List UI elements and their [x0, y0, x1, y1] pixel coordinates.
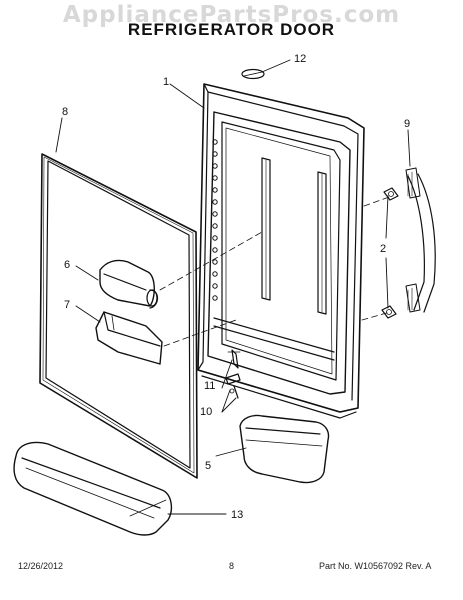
- hole-plug: [241, 68, 265, 80]
- callout-9: 9: [404, 118, 411, 130]
- callout-11: 11: [204, 380, 216, 392]
- door-gasket: [39, 153, 198, 479]
- dairy-bin: [95, 311, 163, 365]
- watermark: AppliancePartsPros.com: [62, 2, 401, 28]
- callout-1: 1: [163, 76, 170, 88]
- footer-date: 12/26/2012: [18, 561, 64, 571]
- leader-lines: [55, 59, 411, 515]
- door-cam-and-screws: [225, 349, 241, 399]
- footer-page-number: 8: [229, 561, 235, 571]
- callout-8: 8: [62, 106, 69, 118]
- callout-13: 13: [231, 509, 244, 521]
- door-assembly: [197, 83, 365, 419]
- hinge-hole-column: [212, 139, 218, 301]
- small-door-bin: [239, 414, 330, 484]
- dairy-door: [99, 259, 159, 309]
- callout-2: 2: [380, 243, 387, 255]
- callout-7: 7: [64, 299, 71, 311]
- callout-12: 12: [294, 53, 307, 65]
- callout-10: 10: [200, 406, 213, 418]
- callout-5: 5: [205, 460, 212, 472]
- footer-part-number: Part No. W10567092 Rev. A: [319, 561, 432, 571]
- assembly-dash-lines: [159, 195, 393, 347]
- diagram-title: REFRIGERATOR DOOR: [127, 20, 336, 39]
- door-handle: [405, 167, 436, 313]
- callout-6: 6: [64, 259, 71, 271]
- large-door-bin: [13, 441, 173, 536]
